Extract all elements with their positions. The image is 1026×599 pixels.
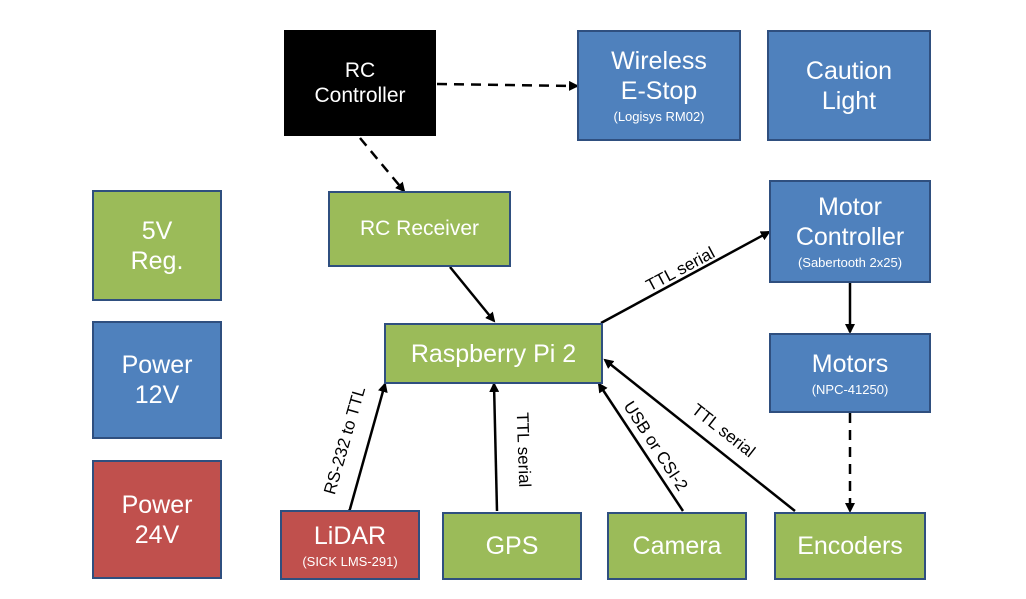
node-motors: Motors (NPC-41250) bbox=[769, 333, 931, 413]
node-encoders: Encoders bbox=[774, 512, 926, 580]
node-lidar-subtitle: (SICK LMS-291) bbox=[302, 553, 398, 569]
node-motor-controller-subtitle: (Sabertooth 2x25) bbox=[797, 255, 903, 271]
node-caution-light: Caution Light bbox=[767, 30, 931, 141]
node-camera: Camera bbox=[607, 512, 747, 580]
node-rc-controller-line-2: Controller bbox=[314, 84, 406, 107]
node-motor-controller-line-2: Controller bbox=[795, 223, 905, 252]
node-caution-light-line-1: Caution bbox=[805, 56, 893, 85]
node-5v-reg-line-2: Reg. bbox=[130, 246, 184, 275]
node-raspberry-pi: Raspberry Pi 2 bbox=[384, 323, 603, 384]
node-gps-line-1: GPS bbox=[485, 532, 539, 560]
node-wireless-estop: Wireless E-Stop (Logisys RM02) bbox=[577, 30, 741, 141]
node-motor-controller-line-1: Motor bbox=[818, 193, 882, 222]
node-power-24v-line-1: Power bbox=[121, 490, 193, 519]
node-rc-receiver: RC Receiver bbox=[328, 191, 511, 267]
node-rc-controller-line-1: RC bbox=[344, 58, 376, 82]
edge-gps-to-pi bbox=[489, 382, 500, 512]
edge-label-pi-encoders: TTL serial bbox=[688, 400, 759, 461]
edge-rc-controller-to-estop bbox=[436, 80, 579, 91]
node-power-24v: Power 24V bbox=[92, 460, 222, 579]
node-power-12v-line-2: 12V bbox=[134, 381, 180, 409]
node-camera-line-1: Camera bbox=[632, 532, 722, 560]
node-power-24v-line-2: 24V bbox=[134, 520, 180, 549]
node-caution-light-line-2: Light bbox=[821, 86, 877, 115]
edge-receiver-to-pi bbox=[449, 266, 496, 323]
node-5v-reg: 5V Reg. bbox=[92, 190, 222, 301]
node-raspberry-pi-line-1: Raspberry Pi 2 bbox=[410, 339, 577, 368]
node-wireless-estop-line-2: E-Stop bbox=[620, 77, 698, 106]
edge-pi-to-motor-controller bbox=[600, 230, 771, 325]
node-5v-reg-line-1: 5V bbox=[141, 216, 173, 245]
node-encoders-line-1: Encoders bbox=[797, 532, 903, 560]
node-lidar: LiDAR (SICK LMS-291) bbox=[280, 510, 420, 580]
edge-camera-to-pi bbox=[597, 382, 685, 512]
node-gps: GPS bbox=[442, 512, 582, 580]
edge-label-pi-lidar: RS-232 to TTL bbox=[320, 384, 369, 496]
edge-label-pi-motor-controller: TTL serial bbox=[643, 243, 718, 295]
edge-rc-controller-to-receiver bbox=[359, 137, 406, 193]
edge-label-pi-camera: USB or CSI-2 bbox=[620, 398, 692, 495]
edge-encoders-to-pi bbox=[603, 358, 796, 512]
node-rc-receiver-line-1: RC Receiver bbox=[359, 217, 480, 241]
node-power-12v-line-1: Power bbox=[121, 351, 193, 379]
node-power-12v: Power 12V bbox=[92, 321, 222, 439]
node-motors-line-1: Motors bbox=[811, 349, 889, 378]
edge-pi-lidar bbox=[343, 382, 388, 519]
node-lidar-line-1: LiDAR bbox=[313, 521, 387, 550]
edge-label-pi-gps: TTL serial bbox=[513, 412, 535, 488]
node-rc-controller: RC Controller bbox=[284, 30, 436, 136]
node-motors-subtitle: (NPC-41250) bbox=[811, 381, 889, 397]
node-wireless-estop-line-1: Wireless bbox=[611, 47, 707, 76]
node-motor-controller: Motor Controller (Sabertooth 2x25) bbox=[769, 180, 931, 283]
node-wireless-estop-subtitle: (Logisys RM02) bbox=[613, 109, 705, 125]
